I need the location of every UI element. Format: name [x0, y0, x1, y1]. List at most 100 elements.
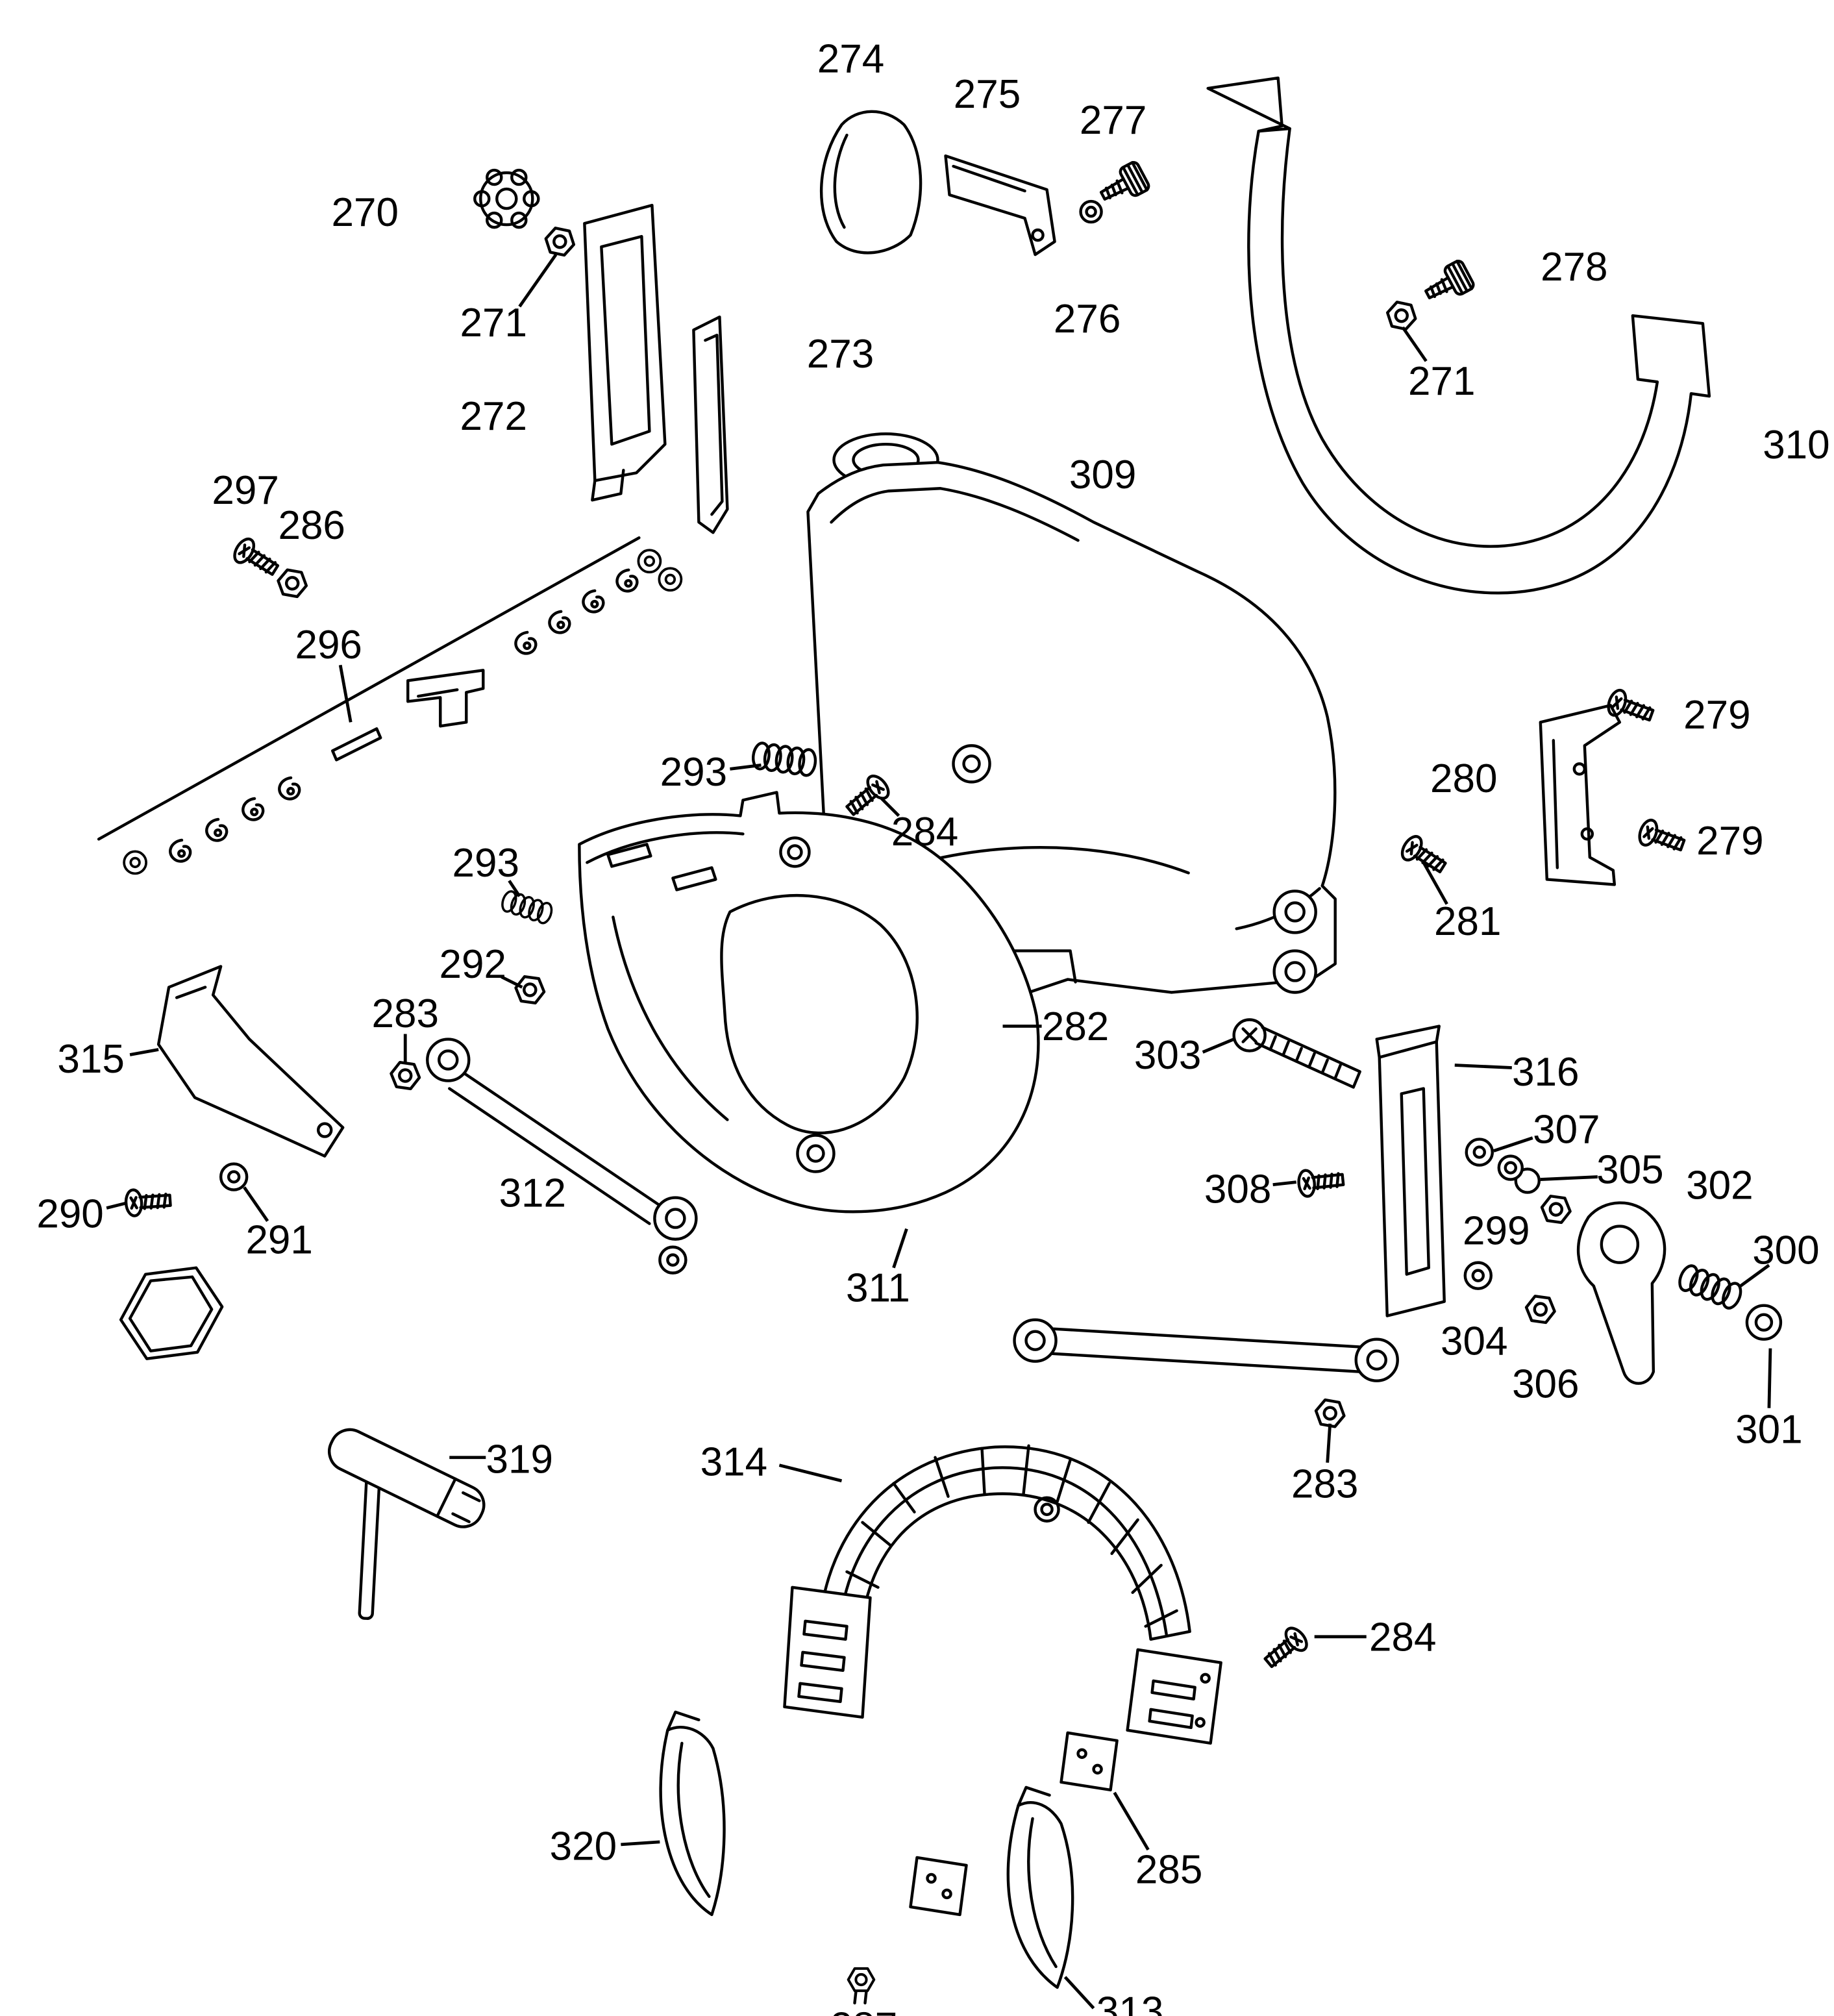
part-293-spring-lower [499, 888, 555, 927]
part-label-293: 293 [452, 841, 519, 886]
part-285-plates [909, 1731, 1119, 1917]
part-281-screw [1398, 833, 1450, 878]
part-label-319: 319 [486, 1437, 553, 1482]
leader-line-305 [1540, 1175, 1598, 1181]
part-275-bracket [944, 154, 1056, 256]
part-296-kerf-plate-assembly [97, 536, 683, 875]
part-313-knife [1006, 1786, 1074, 1989]
leader-line-296 [338, 664, 353, 723]
part-271-nut [543, 227, 576, 256]
part-319-wrench [328, 1428, 486, 1620]
part-label-304: 304 [1441, 1319, 1507, 1363]
leader-line-311 [892, 1228, 908, 1269]
part-314-guard-arch [783, 1444, 1222, 1745]
part-label-285: 285 [1135, 1848, 1202, 1893]
part-293-spring-upper [752, 742, 817, 777]
leader-line-284 [879, 796, 900, 817]
part-label-310: 310 [1763, 423, 1829, 467]
lower-link-arm [1013, 1318, 1399, 1382]
part-label-272: 272 [460, 394, 527, 439]
part-label-293: 293 [660, 750, 727, 795]
part-283-nut-left [390, 1062, 421, 1090]
part-label-284: 284 [1369, 1615, 1436, 1660]
part-label-307: 307 [1533, 1107, 1600, 1152]
part-label-271: 271 [1408, 359, 1475, 404]
leader-line-271 [518, 253, 558, 308]
part-label-301: 301 [1735, 1407, 1802, 1452]
part-label-281: 281 [1434, 899, 1501, 944]
part-label-305: 305 [1596, 1147, 1663, 1192]
part-305-spacer [1497, 1154, 1541, 1194]
leader-line-290 [106, 1201, 128, 1210]
part-272-bracket [583, 203, 667, 502]
part-297-screw [230, 536, 282, 581]
part-283-nut-right [1314, 1399, 1346, 1428]
leader-line-300 [1739, 1263, 1770, 1288]
part-label-273: 273 [807, 332, 874, 377]
part-290-screw [125, 1188, 171, 1217]
hex-boot [119, 1266, 224, 1360]
part-304-washer [1465, 1263, 1491, 1289]
part-276-washer [1079, 199, 1103, 224]
leader-line-315 [129, 1048, 159, 1056]
part-label-316: 316 [1512, 1050, 1579, 1095]
leader-line-307 [1493, 1136, 1533, 1152]
part-303-bolt [1232, 1018, 1361, 1089]
leader-line-316 [1454, 1064, 1512, 1069]
part-300-spring [1676, 1263, 1744, 1311]
part-label-279: 279 [1683, 693, 1750, 738]
part-312-link-arm [426, 1038, 698, 1273]
leader-line-320 [621, 1840, 660, 1847]
part-label-313: 313 [1097, 1989, 1163, 2016]
part-label-277: 277 [1080, 98, 1146, 143]
part-308-screw [1298, 1167, 1345, 1197]
part-label-300: 300 [1752, 1228, 1819, 1273]
part-label-280: 280 [1430, 756, 1497, 801]
part-label-290: 290 [36, 1191, 103, 1236]
part-307-washer [1467, 1139, 1493, 1165]
leader-line-285 [1113, 1791, 1150, 1851]
leader-line-293 [508, 880, 521, 897]
part-301-cap [1745, 1304, 1783, 1341]
leader-line-308 [1272, 1180, 1296, 1186]
part-label-274: 274 [817, 37, 884, 82]
part-label-320: 320 [550, 1824, 617, 1869]
leader-line-281 [1422, 862, 1448, 905]
part-label-303: 303 [1134, 1033, 1201, 1078]
part-label-276: 276 [1054, 297, 1121, 342]
part-label-292: 292 [440, 942, 506, 987]
part-label-306: 306 [1512, 1362, 1579, 1406]
part-label-284: 284 [891, 810, 958, 854]
part-label-314: 314 [700, 1439, 767, 1484]
leader-line-301 [1767, 1348, 1772, 1408]
part-306-nut [1524, 1295, 1556, 1324]
part-label-312: 312 [499, 1171, 566, 1215]
part-278-handle [1206, 76, 1711, 595]
leader-line-291 [243, 1186, 269, 1222]
part-286-nut [276, 569, 308, 598]
leader-line-271 [1401, 326, 1428, 362]
part-label-283: 283 [1291, 1462, 1358, 1506]
part-315-bracket [156, 965, 345, 1158]
part-302-lever [1576, 1201, 1667, 1385]
part-label-297: 297 [212, 468, 279, 513]
part-299-nut [1540, 1195, 1572, 1224]
part-292-nut [514, 976, 546, 1004]
part-label-296: 296 [295, 623, 362, 667]
part-320-knife [659, 1710, 726, 1917]
part-label-271: 271 [460, 301, 527, 345]
part-274-deflector [819, 110, 923, 255]
part-271-nut-right [1385, 301, 1418, 330]
leader-line-313 [1063, 1976, 1095, 2010]
part-280-bracket [1539, 704, 1622, 886]
part-label-270: 270 [331, 190, 398, 235]
part-label-279: 279 [1696, 819, 1763, 864]
part-label-315: 315 [57, 1037, 124, 1082]
part-label-299: 299 [1463, 1208, 1530, 1253]
part-273-strip [692, 315, 729, 534]
part-label-283: 283 [372, 991, 439, 1036]
part-label-286: 286 [278, 503, 345, 548]
part-316-bracket [1375, 1025, 1446, 1317]
